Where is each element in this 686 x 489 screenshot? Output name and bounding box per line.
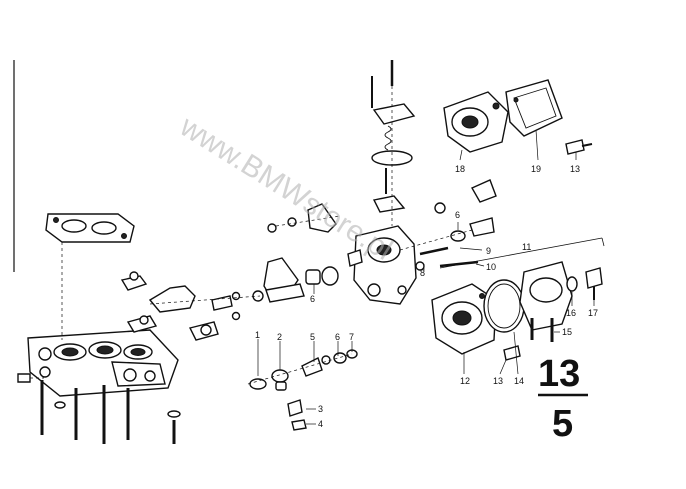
callout-12: 12	[460, 376, 470, 386]
carburetor-body	[27, 329, 179, 397]
choke-housing-18	[443, 91, 509, 153]
washer-16	[566, 276, 578, 292]
callout-18: 18	[455, 164, 465, 174]
callout-15: 15	[562, 327, 572, 337]
callout-6-shaft: 6	[310, 294, 315, 304]
choke-levers	[399, 179, 497, 271]
sub-number: 5	[552, 403, 573, 445]
callout-8: 8	[420, 268, 425, 278]
callout-1: 1	[255, 330, 260, 340]
callout-11: 11	[522, 242, 531, 252]
callout-3: 3	[318, 404, 323, 414]
flange-gasket	[45, 213, 135, 340]
throttle-linkage	[120, 271, 264, 341]
callout-6-small: 6	[335, 332, 340, 342]
callout-5: 5	[310, 332, 315, 342]
callout-13-top: 13	[570, 164, 580, 174]
callout-2: 2	[277, 332, 282, 342]
banjo-bolt-17	[585, 267, 603, 300]
callout-17: 17	[588, 308, 598, 318]
callout-labels: 1 2 3 4 5 6 6 6 7 8 9 10 11 12 13 13 14 …	[255, 164, 598, 429]
diaphragm-stack	[371, 60, 416, 226]
screw-13-top	[565, 139, 593, 155]
group-number: 13	[538, 353, 580, 395]
screw-13-lower	[503, 345, 521, 361]
small-parts-set	[247, 349, 358, 431]
callout-6-lever: 6	[455, 210, 460, 220]
cover-assembly-11	[439, 237, 605, 269]
callout-19: 19	[531, 164, 541, 174]
callout-13-lower: 13	[493, 376, 503, 386]
cover-12	[431, 283, 497, 355]
float-chamber-15	[519, 261, 573, 342]
central-housing	[347, 225, 417, 305]
callout-9: 9	[486, 246, 491, 256]
callout-4: 4	[318, 419, 323, 429]
callout-10: 10	[486, 262, 496, 272]
group-number-block: 13 5	[538, 353, 588, 445]
callout-14: 14	[514, 376, 524, 386]
seal-ring-14	[483, 279, 525, 333]
leader-lines	[257, 129, 595, 425]
shaft-assembly	[263, 203, 341, 303]
callout-16: 16	[566, 308, 576, 318]
mounting-studs	[17, 373, 181, 444]
callout-7: 7	[349, 332, 354, 342]
watermark-text: www.BMWstore.pl	[173, 109, 398, 266]
gasket-19	[505, 79, 563, 137]
